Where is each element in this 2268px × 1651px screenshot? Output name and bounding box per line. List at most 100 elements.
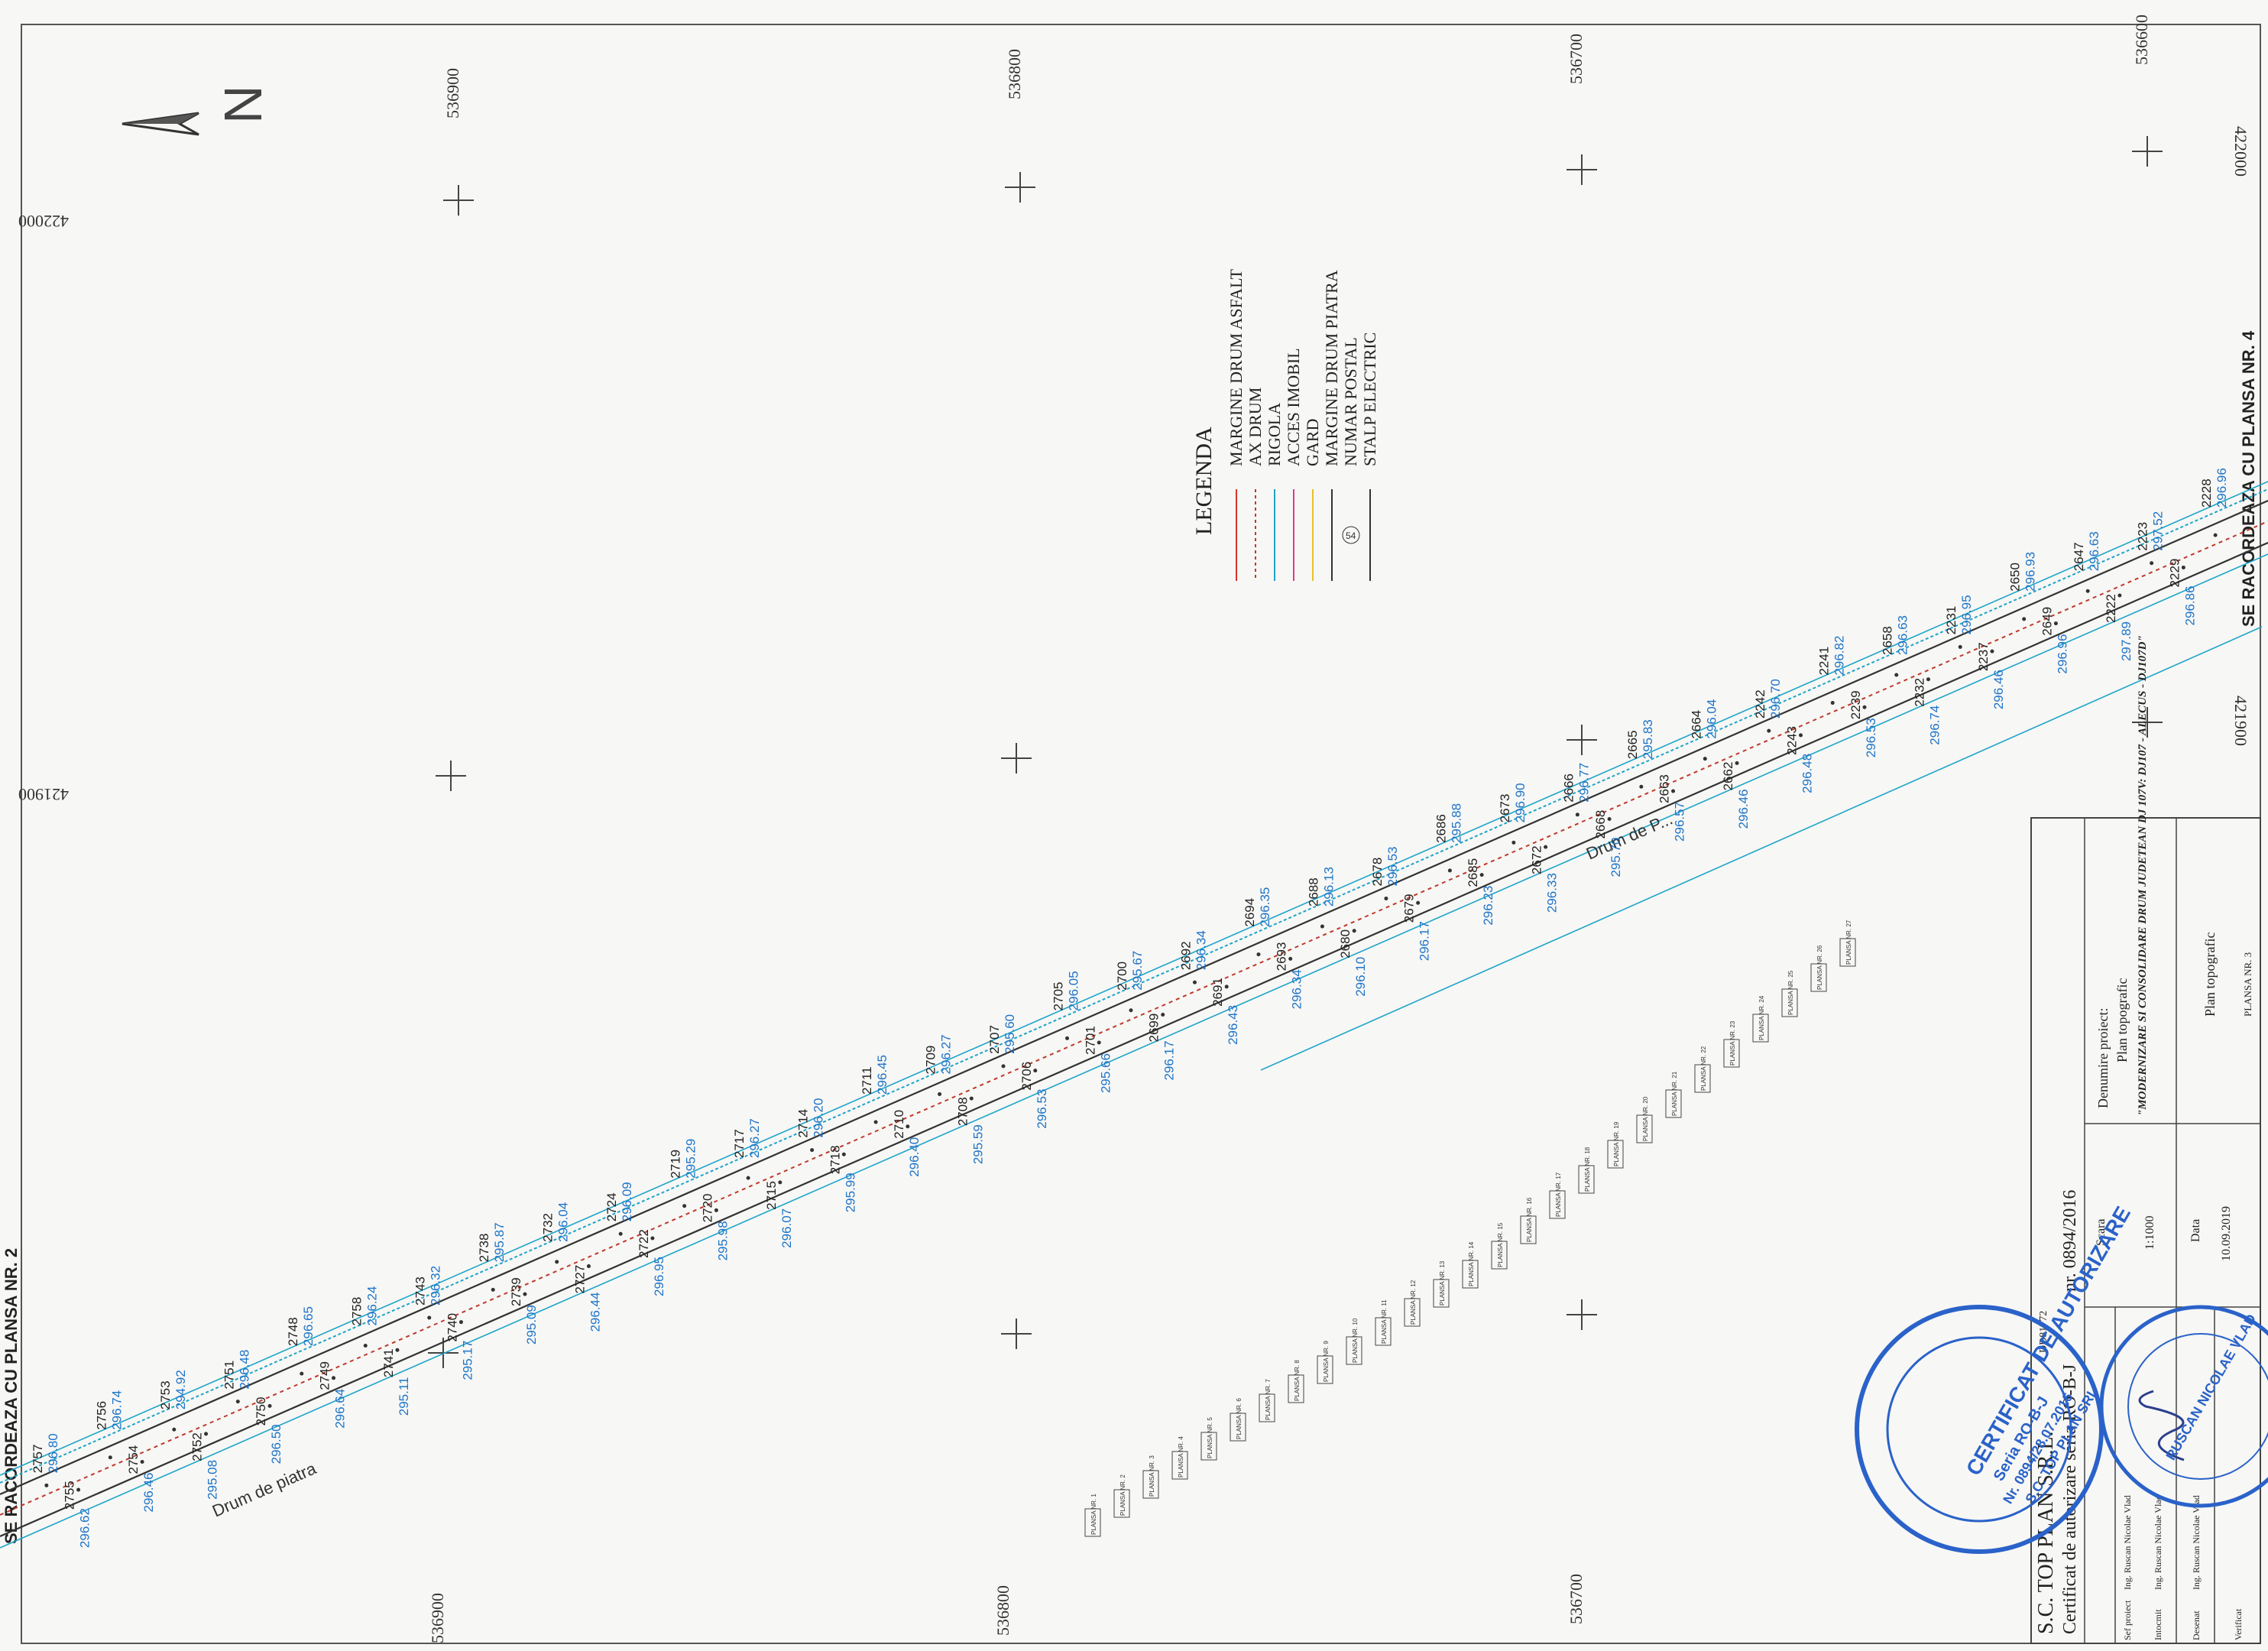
sheet-index-label: PLANSA NR. 19 <box>1613 1121 1620 1166</box>
survey-point-marker <box>2117 593 2122 598</box>
sheet-index-label: PLANSA NR. 1 <box>1090 1494 1097 1535</box>
role-intocmit: Intocmit <box>2153 1609 2163 1640</box>
legend-symbols: 54 <box>1236 489 1371 581</box>
survey-point-elevation: 296.27 <box>939 1034 954 1074</box>
survey-point-elevation: 296.93 <box>2023 552 2038 592</box>
survey-point-marker <box>2053 621 2058 626</box>
survey-point-marker <box>267 1403 272 1408</box>
survey-point-elevation: 296.40 <box>907 1137 922 1177</box>
survey-point-elevation: 296.82 <box>1832 636 1846 676</box>
survey-point-elevation: 296.33 <box>1545 873 1560 913</box>
legend-item-rigola: RIGOLA <box>1265 403 1284 466</box>
survey-point-id: 2649 <box>2040 607 2054 636</box>
survey-point-id: 2679 <box>1402 894 1417 923</box>
survey-point-marker <box>1447 868 1452 873</box>
survey-point-marker <box>1575 813 1580 817</box>
survey-point-marker <box>1830 701 1835 705</box>
scale-value: 1:1000 <box>2143 1216 2156 1250</box>
survey-point-marker <box>1161 1012 1165 1017</box>
survey-point-marker <box>2022 617 2027 621</box>
survey-point-elevation: 296.64 <box>333 1389 348 1429</box>
survey-point-marker <box>76 1487 81 1492</box>
survey-point-id: 2753 <box>158 1380 173 1409</box>
survey-point-elevation: 296.46 <box>141 1472 156 1512</box>
grid-label-y-right-2: 421900 <box>2231 696 2250 746</box>
survey-point-id: 2711 <box>860 1066 874 1095</box>
grid-label-x-top-4: 536600 <box>2132 15 2151 65</box>
sheet-index-cell <box>1636 1114 1653 1143</box>
survey-point-id: 2668 <box>1593 810 1608 839</box>
survey-point-marker <box>1894 673 1899 677</box>
survey-point-marker <box>1097 1040 1101 1045</box>
survey-point-id: 2717 <box>732 1129 747 1158</box>
survey-point-elevation: 296.05 <box>1067 971 1081 1010</box>
project-kind: Plan topografic <box>2114 978 2130 1062</box>
survey-point-marker <box>1384 896 1388 900</box>
grid-label-x-top-3: 536700 <box>1567 34 1586 84</box>
survey-point-elevation: 296.34 <box>1290 969 1304 1009</box>
sheet-index-label: PLANSA NR. 25 <box>1787 970 1794 1015</box>
grid-label-x-bottom-1: 536900 <box>428 1593 447 1643</box>
sheet-index-label: PLANSA NR. 20 <box>1642 1096 1649 1141</box>
survey-point-marker <box>1639 784 1644 789</box>
survey-point-marker <box>2181 565 2185 569</box>
survey-point-marker <box>363 1344 368 1348</box>
title-cert-line: Certificat de autorizare seria RO-B-J <box>2060 1364 2080 1634</box>
survey-point-marker <box>1001 1064 1006 1069</box>
survey-point-id: 2750 <box>254 1397 268 1426</box>
sheet-index-label: PLANSA NR. 16 <box>1526 1197 1533 1242</box>
project-label: Denumire proiect: <box>2095 1008 2111 1108</box>
survey-point-id: 2701 <box>1083 1026 1097 1055</box>
survey-point-marker <box>714 1208 718 1212</box>
rigola-north-outer <box>0 481 2268 1476</box>
sheet-index-label: PLANSA NR. 22 <box>1700 1046 1707 1091</box>
survey-point-id: 2685 <box>1466 858 1480 887</box>
survey-point-id: 2740 <box>445 1313 459 1342</box>
survey-point-elevation: 295.88 <box>1449 803 1463 843</box>
rigola-south-2 <box>1260 626 2263 1071</box>
survey-point-id: 2242 <box>1753 689 1767 718</box>
sheet-index-label: PLANSA NR. 13 <box>1439 1260 1446 1306</box>
survey-point-marker <box>1511 840 1516 845</box>
sheet-index-label: PLANSA NR. 8 <box>1294 1360 1301 1401</box>
survey-point-marker <box>427 1315 432 1320</box>
sheet-index-cell <box>1230 1413 1246 1442</box>
sheet-index-label: PLANSA NR. 21 <box>1671 1071 1678 1116</box>
sheet-index-label: PLANSA NR. 5 <box>1207 1417 1213 1458</box>
sheet-index-cell <box>1317 1355 1333 1384</box>
grid-label-x-top-1: 536900 <box>443 68 462 118</box>
survey-point-id: 2718 <box>828 1145 842 1174</box>
sheet-index-cell <box>1810 963 1827 992</box>
survey-point-marker <box>523 1292 527 1296</box>
survey-point-elevation: 296.20 <box>812 1098 826 1138</box>
survey-point-elevation: 296.46 <box>1991 670 2006 709</box>
sheet-index-cell <box>1723 1039 1740 1068</box>
survey-point-id: 2755 <box>63 1481 77 1510</box>
sheet-index-cell <box>1520 1215 1537 1244</box>
legend-title: LEGENDA <box>1191 427 1217 535</box>
survey-point-marker <box>682 1204 687 1208</box>
sheet-index-label: PLANSA NR. 27 <box>1845 920 1852 965</box>
survey-point-id: 2741 <box>381 1348 396 1377</box>
signature <box>2138 1390 2185 1461</box>
survey-point-elevation: 295.09 <box>524 1305 539 1344</box>
